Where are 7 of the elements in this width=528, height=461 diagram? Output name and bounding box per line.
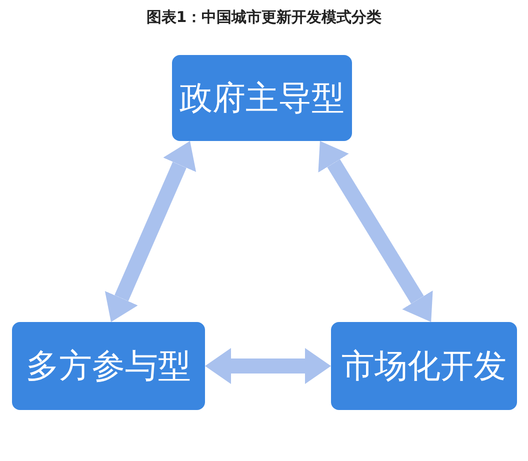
mode-box: 市场化开发 <box>331 322 517 410</box>
double-arrow <box>205 348 331 384</box>
double-arrow <box>104 141 196 322</box>
title: 图表1：中国城市更新开发模式分类 <box>145 8 383 27</box>
double-arrow <box>318 141 433 322</box>
mode-box: 政府主导型 <box>172 55 352 141</box>
mode-box: 多方参与型 <box>12 322 205 410</box>
